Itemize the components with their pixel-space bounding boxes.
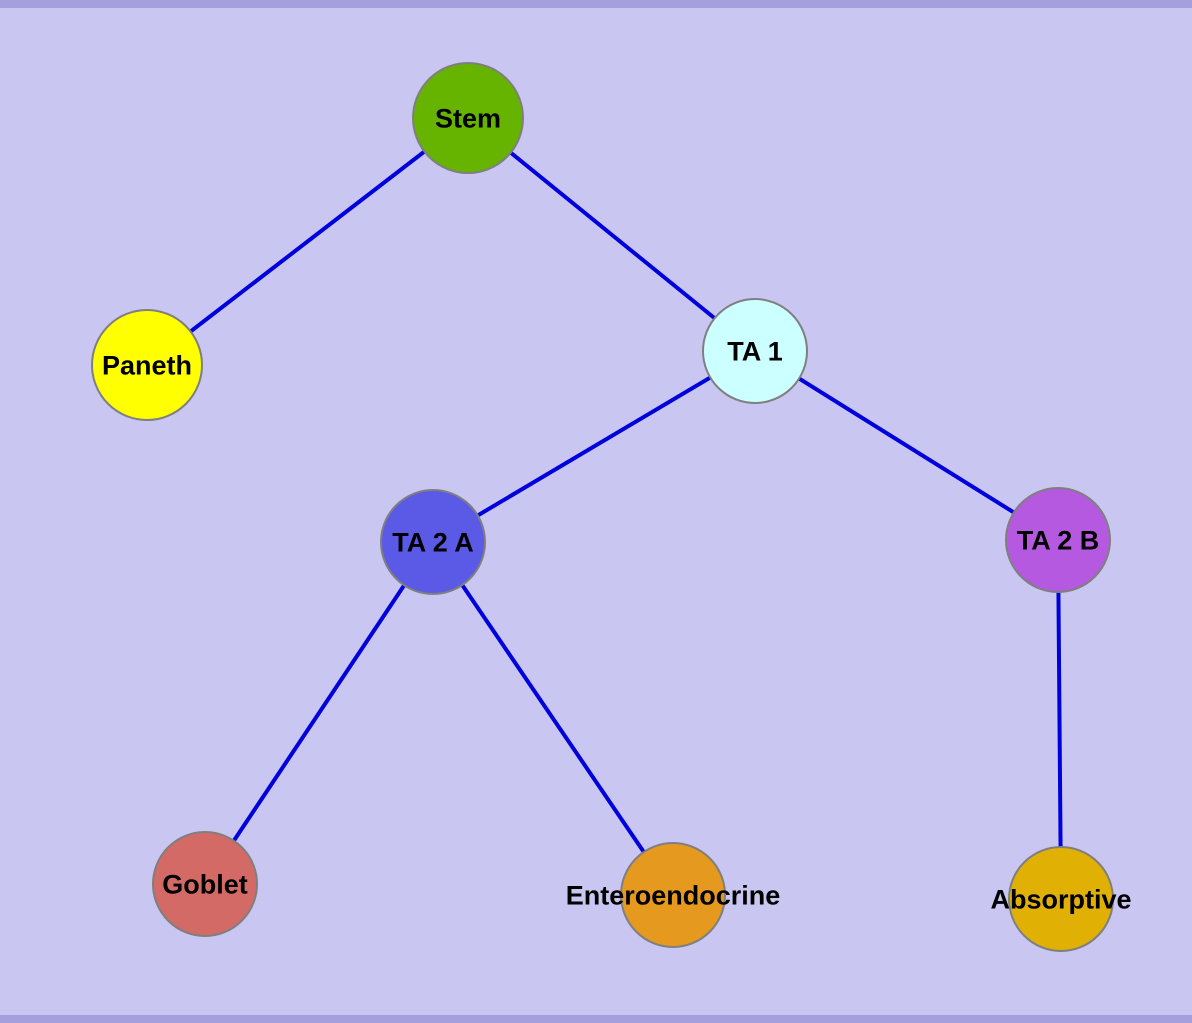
paneth-label: Paneth	[102, 350, 192, 380]
ta1-circle[interactable]	[702, 298, 808, 404]
node-stem[interactable]: Stem	[412, 62, 524, 174]
node-paneth[interactable]: Paneth	[91, 309, 203, 421]
node-ta1[interactable]: TA 1	[702, 298, 808, 404]
edge-stem-to-ta1	[466, 116, 757, 353]
goblet-circle[interactable]	[152, 831, 258, 937]
node-ta2a[interactable]: TA 2 A	[380, 489, 486, 595]
goblet-label: Goblet	[162, 869, 248, 899]
stem-circle[interactable]	[412, 62, 524, 174]
edge-ta2a-to-enteroendocrine	[431, 540, 675, 897]
enteroendocrine-label: Enteroendocrine	[566, 880, 781, 910]
ta1-label: TA 1	[727, 336, 783, 366]
absorptive-circle[interactable]	[1008, 846, 1114, 952]
ta2b-circle[interactable]	[1005, 487, 1111, 593]
node-ta2b[interactable]: TA 2 B	[1005, 487, 1111, 593]
ta2a-circle[interactable]	[380, 489, 486, 595]
ta2a-label: TA 2 A	[392, 527, 474, 557]
top-edge-strip	[0, 0, 1192, 8]
edge-ta2b-to-absorptive	[1056, 538, 1063, 901]
edge-ta1-to-ta2a	[431, 349, 757, 544]
ta2b-label: TA 2 B	[1017, 525, 1100, 555]
bottom-edge-strip	[0, 1015, 1192, 1023]
absorptive-label: Absorptive	[990, 884, 1131, 914]
node-goblet[interactable]: Goblet	[152, 831, 258, 937]
edge-ta2a-to-goblet	[203, 540, 435, 886]
edge-stem-to-paneth	[145, 116, 470, 367]
node-absorptive[interactable]: Absorptive	[990, 846, 1132, 952]
node-enteroendocrine[interactable]: Enteroendocrine	[566, 842, 781, 948]
edge-ta1-to-ta2b	[753, 349, 1060, 542]
stem-label: Stem	[435, 103, 501, 133]
enteroendocrine-circle[interactable]	[620, 842, 726, 948]
paneth-circle[interactable]	[91, 309, 203, 421]
